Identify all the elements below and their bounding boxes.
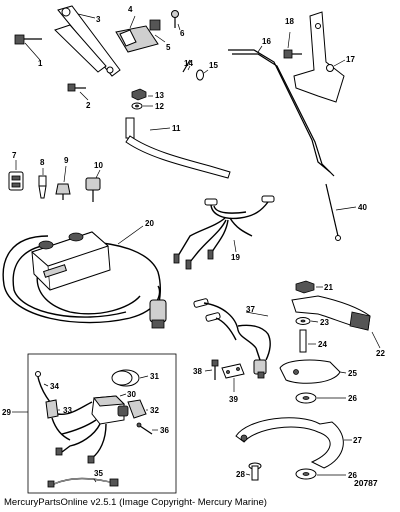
part-30-switch-body (55, 393, 129, 464)
part-26-washer-lower (295, 468, 346, 480)
callout-11: 11 (172, 124, 181, 133)
callout-6: 6 (180, 29, 185, 38)
callout-18: 18 (285, 17, 294, 26)
part-34-lead-wire (35, 371, 51, 403)
callout-9: 9 (64, 156, 69, 165)
part-5-spring (149, 19, 166, 43)
callout-25: 25 (348, 369, 357, 378)
part-12-washer (131, 102, 153, 110)
part-28-shoulder-bolt (245, 462, 262, 481)
figure-reference-number: 20787 (354, 478, 378, 488)
callout-13: 13 (155, 91, 164, 100)
part-11-lever (125, 117, 231, 179)
part-25-cam-plate (279, 359, 347, 384)
part-32-cover (127, 399, 148, 419)
callout-19: 19 (231, 253, 240, 262)
callout-17: 17 (346, 55, 355, 64)
callout-3: 3 (96, 15, 101, 24)
part-24-pin (299, 329, 316, 353)
callout-33: 33 (63, 406, 72, 415)
part-22-throttle-lever (291, 295, 381, 349)
part-38-screw (204, 359, 219, 380)
part-29-kit-box (12, 353, 177, 494)
callout-7: 7 (12, 151, 17, 160)
part-8-terminal (38, 168, 47, 199)
part-26-washer-upper (295, 392, 346, 404)
callout-5: 5 (166, 43, 171, 52)
part-27-arc-plate (235, 417, 352, 469)
callout-28: 28 (236, 470, 245, 479)
part-36-screw (136, 422, 158, 435)
part-20-control-harness (2, 225, 167, 329)
callout-34: 34 (50, 382, 59, 391)
part-13-nut (131, 88, 153, 101)
part-35-jumper-wire (47, 477, 119, 488)
callout-30: 30 (127, 390, 136, 399)
callout-12: 12 (155, 102, 164, 111)
callout-20: 20 (145, 219, 154, 228)
callout-27: 27 (353, 436, 362, 445)
part-40-cable-tie (325, 183, 357, 241)
callout-24: 24 (318, 340, 327, 349)
part-31-ring (111, 369, 149, 387)
part-33-switch-leads (45, 399, 93, 441)
part-16-link-rod (228, 45, 335, 177)
callout-26a: 26 (348, 394, 357, 403)
part-4-switch-block (115, 15, 159, 53)
callout-15: 15 (209, 61, 218, 70)
part-17-bracket (293, 11, 346, 103)
callout-16: 16 (262, 37, 271, 46)
callout-14: 14 (184, 59, 193, 68)
callout-10: 10 (94, 161, 103, 170)
callout-32: 32 (150, 406, 159, 415)
callout-39: 39 (229, 395, 238, 404)
callout-36: 36 (160, 426, 169, 435)
part-2-screw (67, 83, 89, 101)
callout-4: 4 (128, 5, 133, 14)
part-9-plug (55, 165, 71, 200)
callout-31: 31 (150, 372, 159, 381)
part-14-pin (182, 59, 191, 73)
part-7-clip (8, 160, 24, 191)
callout-22: 22 (376, 349, 385, 358)
part-1-bolt (14, 34, 42, 61)
part-21-bolt (295, 280, 323, 294)
callout-1: 1 (38, 59, 43, 68)
part-10-screw (85, 169, 101, 202)
part-6-screw (171, 10, 181, 31)
part-19-wiring-harness (173, 195, 275, 270)
callout-2: 2 (86, 101, 91, 110)
callout-8: 8 (40, 158, 45, 167)
callout-29: 29 (2, 408, 11, 417)
part-37-switch-harness (193, 298, 271, 379)
callout-35: 35 (94, 469, 103, 478)
part-15-washer (196, 69, 209, 81)
callout-37: 37 (246, 305, 255, 314)
callout-40: 40 (358, 203, 367, 212)
copyright-footer: MercuryPartsOnline v2.5.1 (Image Copyrig… (4, 497, 267, 508)
part-23-washer (295, 317, 319, 325)
callout-26b: 26 (348, 471, 357, 480)
part-39-plate (221, 363, 245, 392)
callout-38: 38 (193, 367, 202, 376)
part-18-bolt (283, 31, 302, 59)
callout-21: 21 (324, 283, 333, 292)
part-3-bracket (54, 5, 121, 77)
callout-labels: 1 2 3 4 5 6 7 8 9 10 11 12 13 14 15 16 1… (2, 5, 385, 480)
callout-23: 23 (320, 318, 329, 327)
